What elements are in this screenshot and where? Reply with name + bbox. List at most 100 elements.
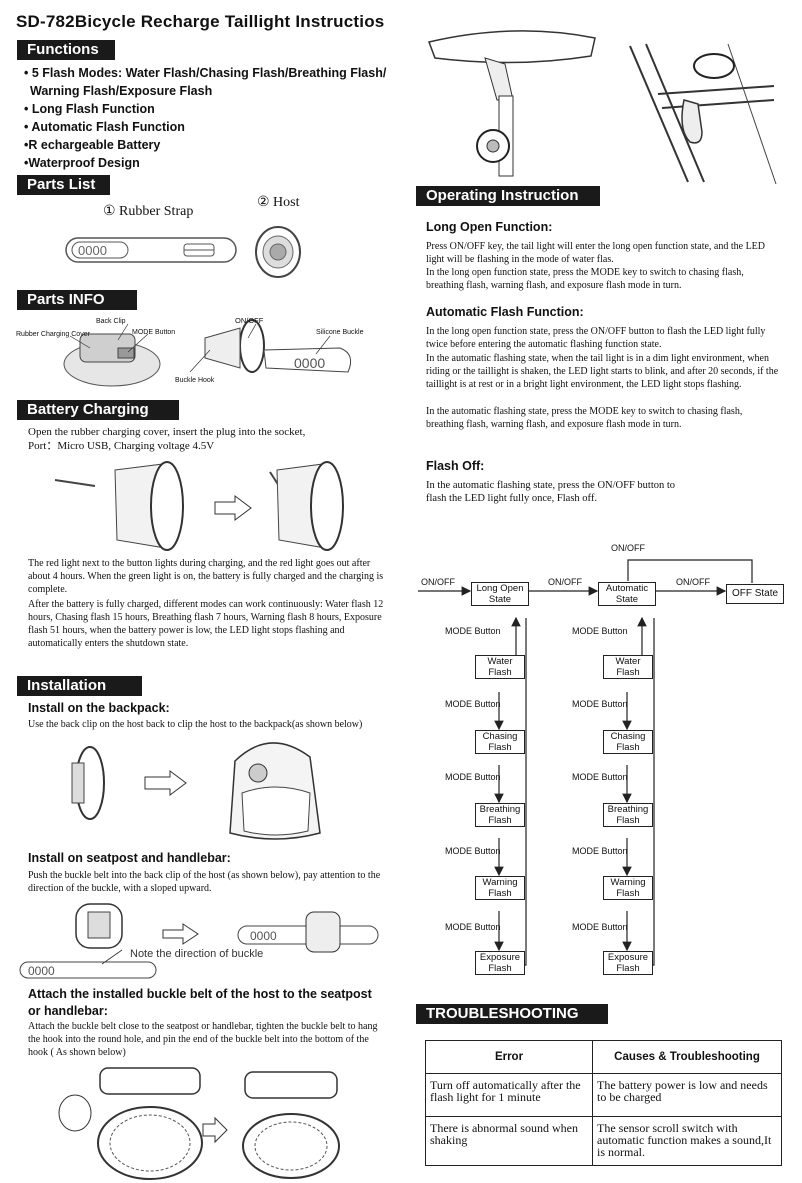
feature-item: Warning Flash/Exposure Flash — [30, 84, 213, 98]
backpack-illustration — [71, 742, 321, 840]
install-backpack-text: Use the back clip on the host back to cl… — [28, 719, 363, 730]
flow-label-onoff: ON/OFF — [548, 577, 582, 587]
flow-mode-text: Flash — [488, 815, 512, 826]
section-header-troubleshooting: TROUBLESHOOTING — [416, 1004, 608, 1024]
svg-text:0000: 0000 — [294, 355, 325, 371]
table-header-causes: Causes & Troubleshooting — [592, 1040, 782, 1074]
flow-state-label: State — [615, 594, 639, 605]
troubleshooting-table: Error Causes & Troubleshooting Turn off … — [425, 1040, 782, 1166]
flash-off-text: In the automatic flashing state, press t… — [426, 480, 676, 504]
flow-state-long-open: Long Open State — [471, 582, 529, 606]
part-label-strap: ① Rubber Strap — [103, 204, 194, 219]
buckle-direction-note: Note the direction of buckle — [130, 948, 264, 960]
flow-mode-text: Flash — [616, 815, 640, 826]
flow-mode-text: Flash — [616, 742, 640, 753]
section-header-parts-list: Parts List — [17, 175, 110, 195]
section-header-parts-info: Parts INFO — [17, 290, 137, 310]
label-charging-cover: Rubber Charging Cover — [16, 331, 90, 338]
svg-text:0000: 0000 — [28, 964, 55, 978]
flow-mode-text: Flash — [488, 667, 512, 678]
section-header-installation: Installation — [17, 676, 142, 696]
feature-item: • Automatic Flash Function — [24, 120, 185, 134]
battery-text-4: After the battery is fully charged, diff… — [28, 599, 384, 649]
section-header-operating: Operating Instruction — [416, 186, 600, 206]
feature-item: • Long Flash Function — [24, 102, 155, 116]
install-attach-heading: Attach the installed buckle belt of the … — [28, 987, 372, 1018]
flow-mode-text: Breathing — [607, 804, 649, 815]
long-open-heading: Long Open Function: — [426, 220, 553, 234]
flow-mode-text: Flash — [616, 963, 640, 974]
charging-illustration — [54, 461, 344, 551]
auto-flash-text-3: In the automatic flashing state, press t… — [426, 406, 743, 430]
flow-mode-text: Exposure — [479, 952, 521, 963]
feature-item: • 5 Flash Modes: Water Flash/Chasing Fla… — [24, 66, 387, 80]
flow-mode-text: Chasing — [610, 731, 646, 742]
seatpost-illustration — [427, 30, 596, 177]
battery-text-3: The red light next to the button lights … — [28, 558, 384, 595]
flow-mode-label: MODE Button — [445, 846, 501, 856]
svg-text:0000: 0000 — [78, 243, 107, 258]
table-header-error: Error — [425, 1040, 593, 1074]
flow-mode-label: MODE Button — [445, 772, 501, 782]
flow-mode-text: Flash — [488, 888, 512, 899]
flow-mode-text: Flash — [616, 667, 640, 678]
flow-mode-label: MODE Button — [572, 772, 628, 782]
flow-state-automatic: Automatic State — [598, 582, 656, 606]
flow-mode-label: MODE Button — [445, 922, 501, 932]
table-row: There is abnormal sound when shaking The… — [425, 1116, 782, 1166]
svg-text:0000: 0000 — [250, 929, 277, 943]
host-illustration — [255, 226, 301, 278]
parts-info-illustration: 0000 — [63, 319, 352, 387]
rubber-strap-illustration: 0000 — [65, 237, 237, 263]
table-row: Turn off automatically after the flash l… — [425, 1073, 782, 1117]
flow-label-onoff: ON/OFF — [421, 577, 455, 587]
section-header-battery: Battery Charging — [17, 400, 179, 420]
feature-item: •Waterproof Design — [24, 156, 140, 170]
label-mode-button: MODE Button — [132, 329, 176, 336]
label-onoff: ON/OFF — [235, 316, 264, 325]
flow-mode-text: Warning — [610, 877, 646, 888]
section-header-functions: Functions — [17, 40, 115, 60]
flow-label-onoff-top: ON/OFF — [611, 543, 645, 553]
table-cell: The battery power is low and needs to be… — [592, 1073, 782, 1117]
long-open-text-2: In the long open function state, press t… — [426, 267, 744, 291]
flow-state-label: State — [488, 594, 512, 605]
table-cell: Turn off automatically after the flash l… — [425, 1073, 593, 1117]
flow-mode-label: MODE Button — [572, 626, 628, 636]
flow-mode-text: Chasing — [482, 731, 518, 742]
auto-flash-heading: Automatic Flash Function: — [426, 305, 584, 319]
handlebar-illustration — [58, 1067, 340, 1180]
battery-text-1: Open the rubber charging cover, insert t… — [28, 426, 306, 438]
flow-mode-label: MODE Button — [572, 846, 628, 856]
auto-flash-text-1: In the long open function state, press t… — [426, 326, 766, 350]
flow-mode-label: MODE Button — [445, 699, 501, 709]
install-seatpost-text: Push the buckle belt into the back clip … — [28, 870, 381, 894]
flow-mode-text: Flash — [488, 742, 512, 753]
battery-text-2: Port：Micro USB, Charging voltage 4.5V — [28, 440, 215, 452]
page-title: SD-782Bicycle Recharge Taillight Instruc… — [16, 12, 385, 31]
table-cell: The sensor scroll switch with automatic … — [592, 1116, 782, 1166]
table-cell: There is abnormal sound when shaking — [425, 1116, 593, 1166]
install-backpack-heading: Install on the backpack: — [28, 701, 170, 715]
handlebar-mount-illustration — [629, 43, 777, 185]
flow-mode-text: Water — [615, 656, 641, 667]
label-buckle-hook: Buckle Hook — [175, 377, 215, 384]
flow-mode-text: Breathing — [479, 804, 521, 815]
flow-mode-text: Exposure — [607, 952, 649, 963]
auto-flash-text-2: In the automatic flashing state, when th… — [426, 353, 779, 390]
install-attach-text: Attach the buckle belt close to the seat… — [28, 1021, 378, 1058]
label-back-clip: Back Clip — [96, 318, 126, 325]
install-seatpost-heading: Install on seatpost and handlebar: — [28, 851, 231, 865]
flow-mode-label: MODE Button — [572, 922, 628, 932]
